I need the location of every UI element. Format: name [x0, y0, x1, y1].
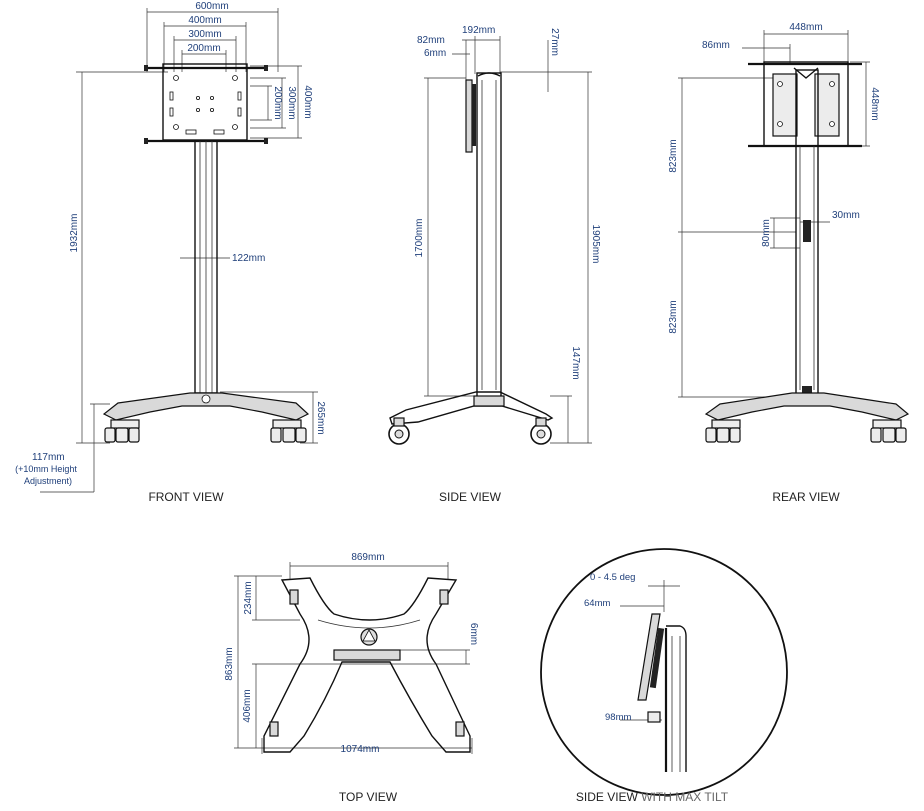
dim-300-width: 300mm [188, 29, 221, 40]
dim-1700: 1700mm [414, 219, 425, 258]
front-view-label: FRONT VIEW [148, 490, 224, 504]
dim-600: 600mm [195, 1, 228, 12]
clearance-note-line-1: (+10mm Height [15, 464, 77, 474]
dim-64: 64mm [584, 598, 610, 609]
dim-869: 869mm [351, 552, 384, 563]
tilt-view-label: SIDE VIEW WITH MAX TILT [576, 790, 729, 804]
top-view-drawing [234, 562, 473, 754]
dim-117: 117mm [32, 452, 65, 463]
dim-147: 147mm [570, 346, 581, 379]
rear-view-drawing [678, 30, 910, 443]
dim-6-top: 6mm [468, 623, 479, 645]
dim-1074: 1074mm [341, 744, 380, 755]
dim-192: 192mm [462, 25, 495, 36]
dim-234: 234mm [243, 581, 254, 614]
dim-400-height: 400mm [302, 85, 313, 118]
dim-27: 27mm [549, 28, 560, 56]
dim-1905: 1905mm [590, 225, 601, 264]
dim-823-upper: 823mm [668, 139, 679, 172]
tilt-view-drawing [540, 548, 788, 796]
dim-30: 30mm [832, 210, 860, 221]
dim-406: 406mm [242, 689, 253, 722]
dim-1932: 1932mm [69, 214, 80, 253]
dim-448-width: 448mm [789, 22, 822, 33]
top-view-label: TOP VIEW [339, 790, 398, 804]
dim-tilt-angle: 0 - 4.5 deg [590, 572, 635, 583]
dim-400-width: 400mm [188, 15, 221, 26]
dim-86: 86mm [702, 40, 730, 51]
dim-300-height: 300mm [286, 86, 297, 119]
tilt-view-label-suffix: WITH MAX TILT [638, 790, 729, 804]
dim-122: 122mm [232, 253, 265, 264]
dim-6: 6mm [424, 48, 446, 59]
front-view-drawing [40, 8, 318, 493]
side-view-label: SIDE VIEW [439, 490, 502, 504]
dim-265: 265mm [315, 401, 326, 434]
rear-view-label: REAR VIEW [772, 490, 840, 504]
dim-98: 98mm [605, 712, 631, 723]
dim-823-lower: 823mm [668, 300, 679, 333]
dim-82: 82mm [417, 35, 445, 46]
clearance-note-line-2: Adjustment) [24, 476, 72, 486]
side-view-drawing [388, 36, 592, 445]
dim-448-height: 448mm [869, 87, 880, 120]
dim-200-width: 200mm [187, 43, 220, 54]
tilt-view-label-main: SIDE VIEW [576, 790, 639, 804]
dim-863: 863mm [224, 647, 235, 680]
dim-200-height: 200mm [272, 86, 283, 119]
dim-80: 80mm [761, 219, 772, 247]
